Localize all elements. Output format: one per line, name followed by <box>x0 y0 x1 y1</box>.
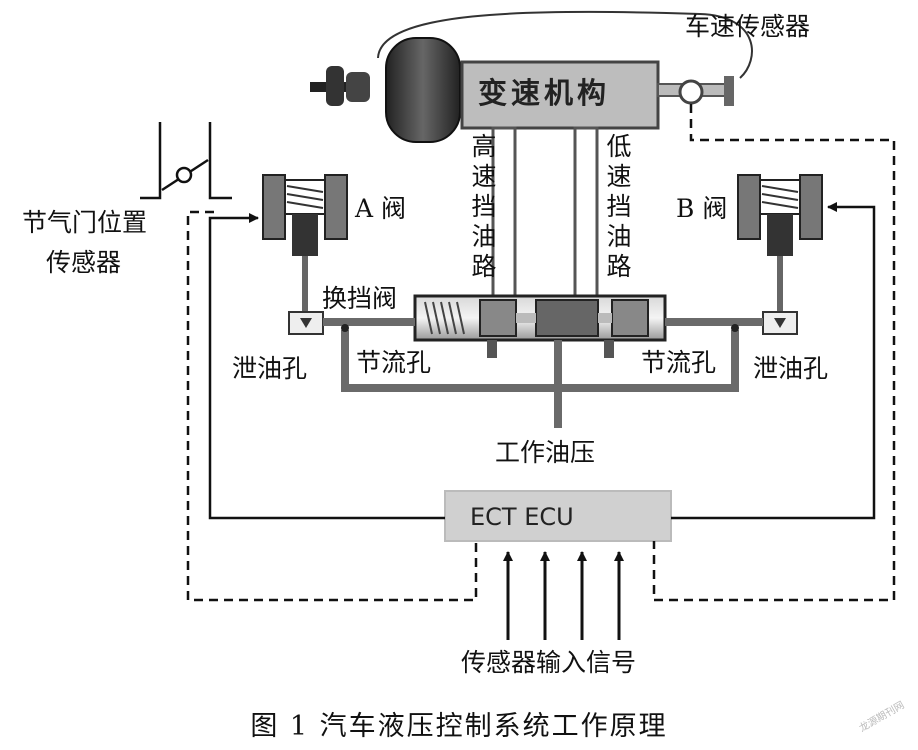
throttle-hole-right-label: 节流孔 <box>641 348 717 377</box>
flange-left <box>326 66 344 106</box>
input-arrows <box>503 551 624 640</box>
orifices <box>341 324 739 332</box>
transmission <box>310 10 753 143</box>
shift-valve <box>413 294 667 358</box>
ecu-box <box>444 490 672 542</box>
working-pressure-label: 工作油压 <box>495 438 596 467</box>
gear-mechanism-label: 变速机构 <box>478 76 611 110</box>
speed-sensor-wheel <box>678 79 704 105</box>
throttle-hole-left-label: 节流孔 <box>356 348 432 377</box>
low-gear-oil-label: 低速挡油路 <box>606 132 632 281</box>
solenoid-valve-a <box>262 174 348 335</box>
speed-sensor-label: 车速传感器 <box>685 12 811 41</box>
drain-hole-right-label: 泄油孔 <box>753 354 829 383</box>
control-lines <box>208 202 876 520</box>
throttle-sensor-graphic <box>140 122 232 200</box>
solenoid-valve-b <box>737 174 823 335</box>
ecu-label: ECT ECU <box>470 503 574 531</box>
clutch-drum <box>385 37 461 143</box>
low-gear-oil-line <box>573 126 599 300</box>
shift-valve-label: 换挡阀 <box>322 284 398 313</box>
sensor-signal-lines <box>186 104 896 602</box>
sensor-inputs-label: 传感器输入信号 <box>461 648 637 677</box>
figure-caption: 图 1 汽车液压控制系统工作原理 <box>250 711 668 742</box>
throttle-sensor-label-line1: 节气门位置 <box>22 208 148 237</box>
high-gear-oil-label: 高速挡油路 <box>471 132 497 281</box>
sensor-cable <box>377 10 753 79</box>
valve-a-label: A 阀 <box>355 194 407 223</box>
drain-hole-left-label: 泄油孔 <box>232 354 308 383</box>
throttle-sensor-label-line2: 传感器 <box>46 248 122 277</box>
oil-circuit <box>323 318 763 428</box>
valve-b-label: B 阀 <box>676 194 728 223</box>
